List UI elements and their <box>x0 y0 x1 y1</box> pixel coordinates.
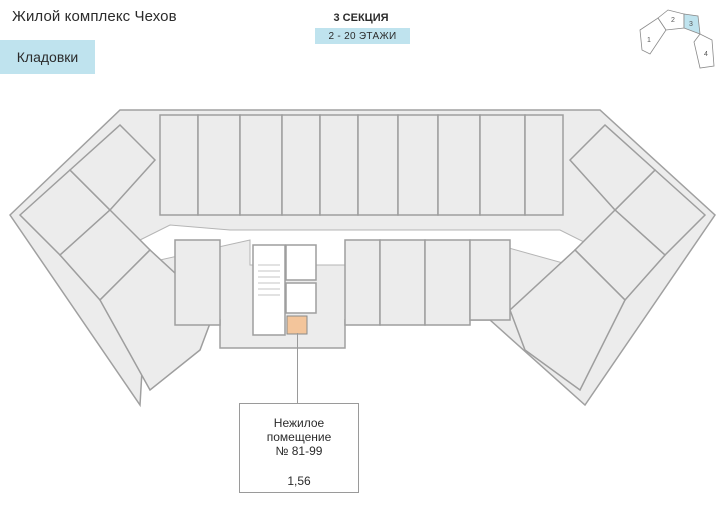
apartments-top <box>159 114 564 216</box>
unit-area: 1,56 <box>287 474 311 488</box>
unit-name: Нежилое помещение № 81-99 <box>266 416 332 458</box>
keyplan-label-2: 2 <box>671 17 675 24</box>
keyplan-section-4[interactable] <box>693 33 715 69</box>
stair-core <box>252 244 317 336</box>
unit-info-card[interactable]: Нежилое помещение № 81-99 1,56 <box>239 403 359 493</box>
apartments-bottom <box>174 239 511 326</box>
keyplan-label-3: 3 <box>689 21 693 28</box>
section-title: 3 СЕКЦИЯ <box>333 12 389 24</box>
keyplan-label-4: 4 <box>704 51 708 58</box>
leader-line <box>297 333 298 404</box>
complex-title: Жилой комплекс Чехов <box>12 8 177 25</box>
floor-plan <box>9 109 716 408</box>
storage-unit-highlight[interactable] <box>286 315 308 335</box>
keyplan-map[interactable]: 1 2 3 4 <box>638 6 718 72</box>
keyplan-label-1: 1 <box>647 37 651 44</box>
tab-storage[interactable]: Кладовки <box>0 40 95 74</box>
keyplan-section-1[interactable] <box>639 17 667 55</box>
floors-badge: 2 - 20 ЭТАЖИ <box>315 28 410 44</box>
